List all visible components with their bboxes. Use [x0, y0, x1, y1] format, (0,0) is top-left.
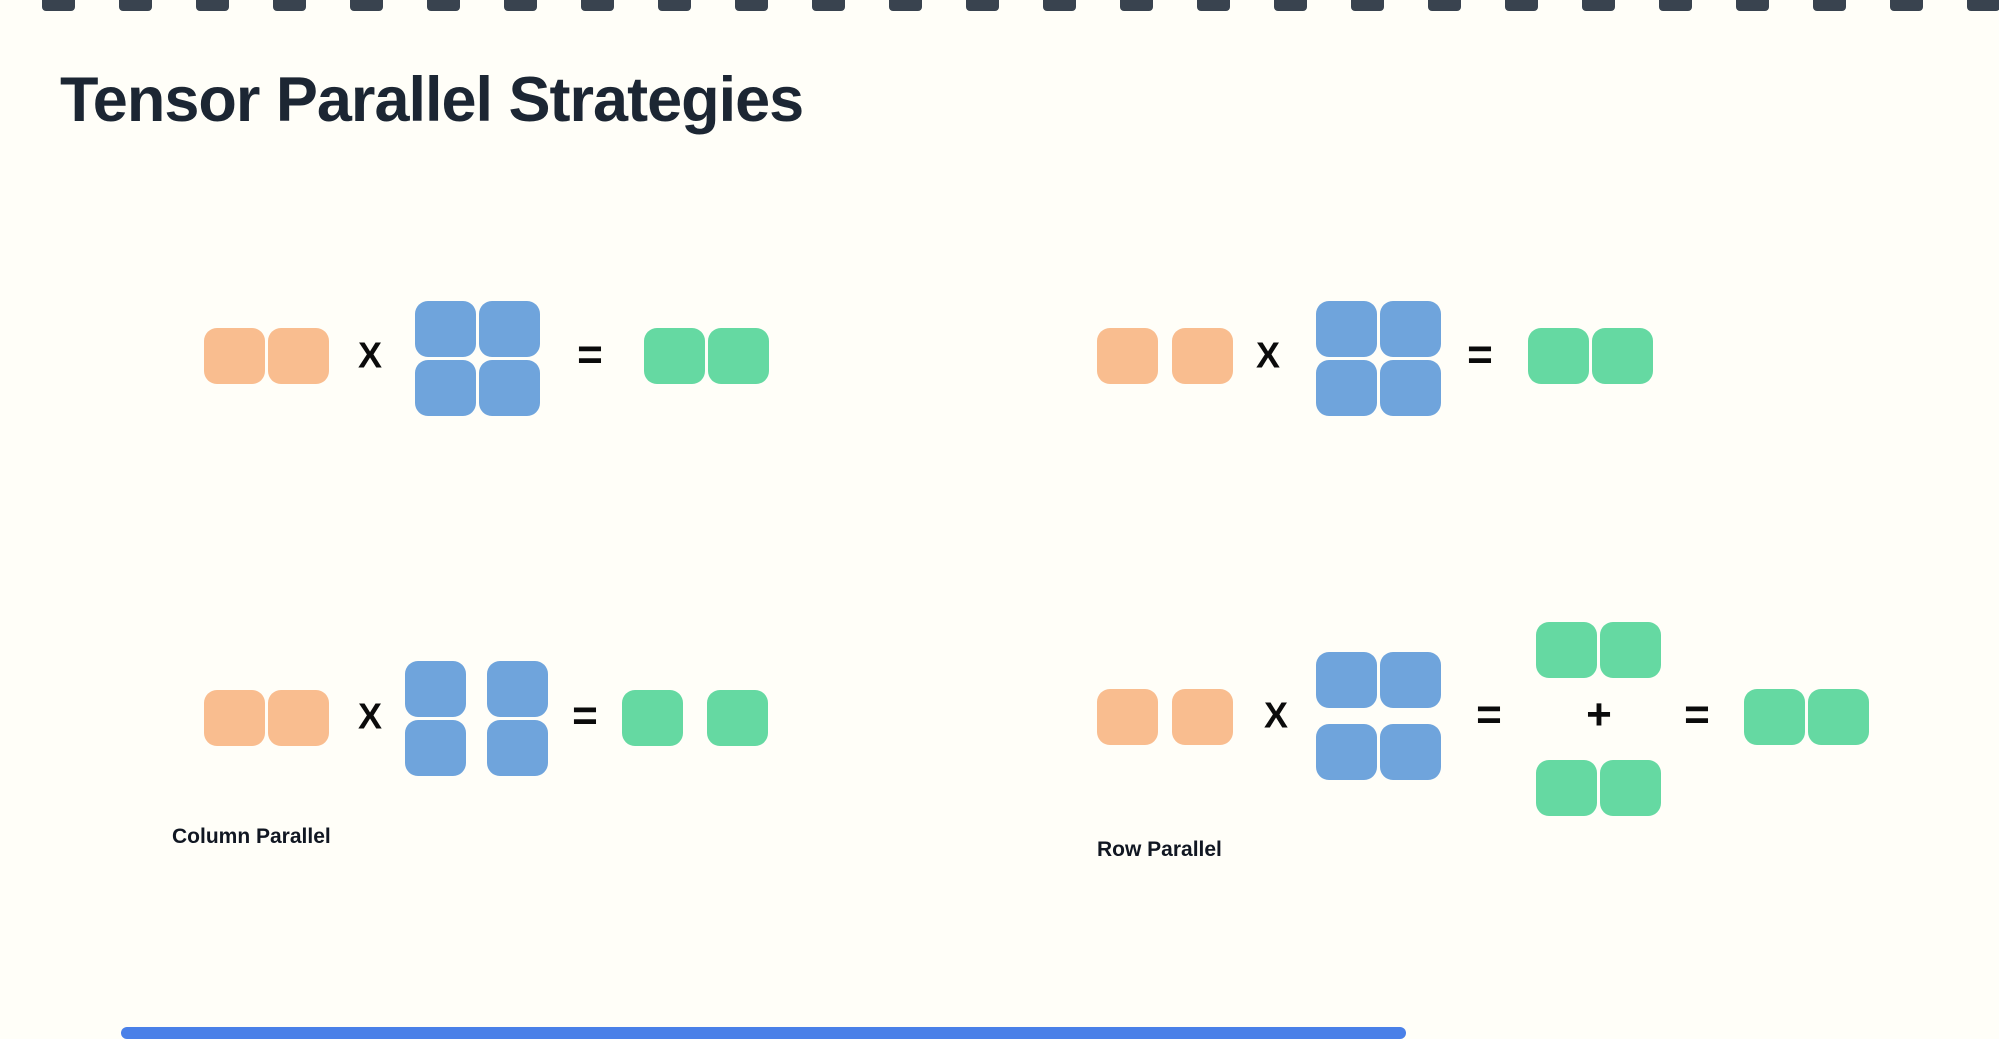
top-tab — [658, 0, 691, 11]
weight-block — [415, 301, 476, 357]
weight-block — [415, 360, 476, 416]
output-block — [622, 690, 683, 746]
top-tab — [812, 0, 845, 11]
weight-block — [1316, 301, 1377, 357]
weight-block — [1316, 360, 1377, 416]
top-tab — [1813, 0, 1846, 11]
partial-output-block — [1600, 622, 1661, 678]
output-block — [644, 328, 705, 384]
progress-bar[interactable] — [121, 1027, 1406, 1039]
top-tab — [1659, 0, 1692, 11]
weight-block — [479, 301, 540, 357]
input-block — [1172, 689, 1233, 745]
input-block — [1172, 328, 1233, 384]
input-block — [204, 328, 265, 384]
equals-operator: = — [577, 330, 603, 380]
multiply-operator: X — [1255, 334, 1281, 376]
top-tab — [1428, 0, 1461, 11]
top-tab — [966, 0, 999, 11]
weight-block — [405, 661, 466, 717]
weight-block — [1316, 724, 1377, 780]
top-tab — [504, 0, 537, 11]
equals-operator: = — [1684, 690, 1710, 740]
row-parallel-label: Row Parallel — [1097, 838, 1222, 861]
top-tab — [1043, 0, 1076, 11]
weight-block — [479, 360, 540, 416]
top-tab — [196, 0, 229, 11]
output-block — [1592, 328, 1653, 384]
input-block — [1097, 689, 1158, 745]
top-tab — [889, 0, 922, 11]
top-tab — [1736, 0, 1769, 11]
output-block — [1528, 328, 1589, 384]
equals-operator: = — [1476, 690, 1502, 740]
weight-block — [487, 661, 548, 717]
top-tab — [350, 0, 383, 11]
weight-block — [405, 720, 466, 776]
multiply-operator: X — [357, 334, 383, 376]
output-block — [1808, 689, 1869, 745]
top-tab — [1351, 0, 1384, 11]
input-block — [268, 328, 329, 384]
top-tab — [1274, 0, 1307, 11]
weight-block — [1380, 724, 1441, 780]
top-tab — [273, 0, 306, 11]
top-tab — [1120, 0, 1153, 11]
top-tab — [1582, 0, 1615, 11]
equals-operator: = — [572, 691, 598, 741]
partial-output-block — [1600, 760, 1661, 816]
partial-output-block — [1536, 760, 1597, 816]
weight-block — [1380, 301, 1441, 357]
input-block — [1097, 328, 1158, 384]
top-tab — [1890, 0, 1923, 11]
top-tab — [735, 0, 768, 11]
top-tab — [119, 0, 152, 11]
plus-operator: + — [1586, 690, 1612, 740]
multiply-operator: X — [1263, 694, 1289, 736]
top-tab — [1197, 0, 1230, 11]
partial-output-block — [1536, 622, 1597, 678]
column-parallel-label: Column Parallel — [172, 825, 331, 848]
output-block — [708, 328, 769, 384]
weight-block — [1380, 360, 1441, 416]
input-block — [204, 690, 265, 746]
top-tab — [427, 0, 460, 11]
page-title: Tensor Parallel Strategies — [60, 65, 804, 135]
weight-block — [1380, 652, 1441, 708]
top-tab — [1967, 0, 1999, 11]
top-tab — [42, 0, 75, 11]
multiply-operator: X — [357, 695, 383, 737]
top-tab — [581, 0, 614, 11]
output-block — [1744, 689, 1805, 745]
equals-operator: = — [1467, 330, 1493, 380]
top-tab — [1505, 0, 1538, 11]
weight-block — [1316, 652, 1377, 708]
output-block — [707, 690, 768, 746]
weight-block — [487, 720, 548, 776]
input-block — [268, 690, 329, 746]
